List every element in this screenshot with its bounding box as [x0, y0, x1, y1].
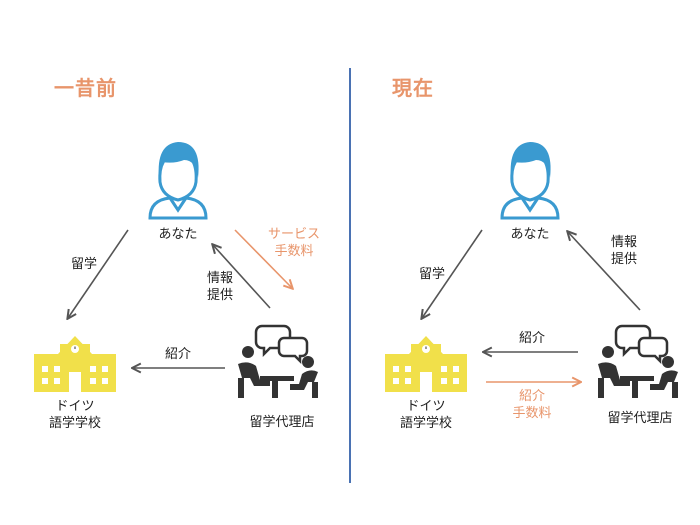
meeting-icon: [238, 324, 318, 398]
right-school-label: ドイツ 語学学校: [399, 399, 452, 431]
right-arrow-info-label: 情報 提供: [610, 235, 637, 267]
right-person-label: あなた: [510, 227, 550, 242]
right-agency-label: 留学代理店: [607, 411, 673, 426]
right-arrow-intro-label: 紹介: [518, 331, 545, 346]
left-arrow-study-label: 留学: [70, 257, 97, 272]
left-arrows: [0, 229, 350, 525]
left-arrow-info-label: 情報 提供: [206, 271, 233, 303]
center-divider: [349, 68, 351, 483]
school-icon: [34, 336, 116, 392]
left-heading: 一昔前: [54, 76, 117, 100]
person-icon: [148, 142, 208, 220]
arrow-study: [68, 229, 129, 318]
arrow-info: [568, 232, 641, 311]
left-school-label: ドイツ 語学学校: [48, 399, 101, 431]
person-icon: [500, 142, 560, 220]
right-arrow-fee-label: 紹介 手数料: [512, 389, 552, 421]
left-person-label: あなた: [158, 227, 198, 242]
left-arrow-intro-label: 紹介: [164, 347, 191, 362]
school-icon: [385, 336, 467, 392]
right-arrow-study-label: 留学: [418, 267, 445, 282]
right-heading: 現在: [392, 76, 434, 100]
left-agency-label: 留学代理店: [249, 415, 315, 430]
arrow-study: [422, 229, 483, 318]
arrow-fee: [234, 229, 292, 288]
left-arrow-fee-label: サービス 手数料: [267, 227, 320, 259]
meeting-icon: [598, 324, 678, 398]
arrow-info: [213, 245, 271, 309]
